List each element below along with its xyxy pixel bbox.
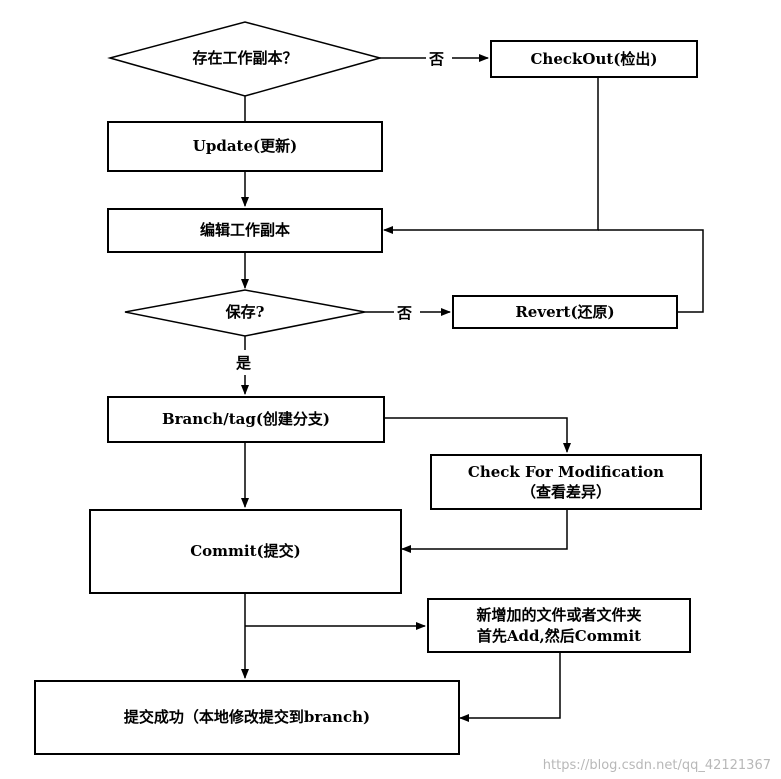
edge-label-save-yes: 是 xyxy=(235,352,253,373)
edit-working-copy-box: 编辑工作副本 xyxy=(107,208,383,253)
edge-revert-edit xyxy=(598,229,704,313)
update-box: Update(更新) xyxy=(107,121,383,172)
edge-checkmod-commit xyxy=(401,509,568,553)
check-modification-box: Check For Modification （查看差异） xyxy=(430,454,702,510)
edge-newfiles-success xyxy=(459,653,561,722)
checkout-box: CheckOut(检出) xyxy=(490,40,698,78)
edge-branch-checkmod xyxy=(384,417,571,453)
revert-box: Revert(还原) xyxy=(452,295,678,329)
edge-label-exists-no: 否 xyxy=(428,48,446,69)
check-modification-line1: Check For Modification xyxy=(467,462,665,481)
commit-box: Commit(提交) xyxy=(89,509,402,594)
watermark: https://blog.csdn.net/qq_42121367 xyxy=(542,758,771,773)
branch-tag-box: Branch/tag(创建分支) xyxy=(107,396,385,443)
save-decision-label: 保存? xyxy=(225,303,265,321)
check-modification-line2: （查看差异） xyxy=(520,483,611,501)
new-files-box: 新增加的文件或者文件夹 首先Add,然后Commit xyxy=(427,598,691,653)
new-files-line2: 首先Add,然后Commit xyxy=(476,626,642,645)
edge-label-save-no: 否 xyxy=(396,302,414,323)
commit-success-box: 提交成功（本地修改提交到branch) xyxy=(34,680,460,755)
exists-decision-label: 存在工作副本？ xyxy=(192,49,298,67)
edge-checkout-edit xyxy=(383,77,599,234)
new-files-line1: 新增加的文件或者文件夹 xyxy=(476,606,642,625)
